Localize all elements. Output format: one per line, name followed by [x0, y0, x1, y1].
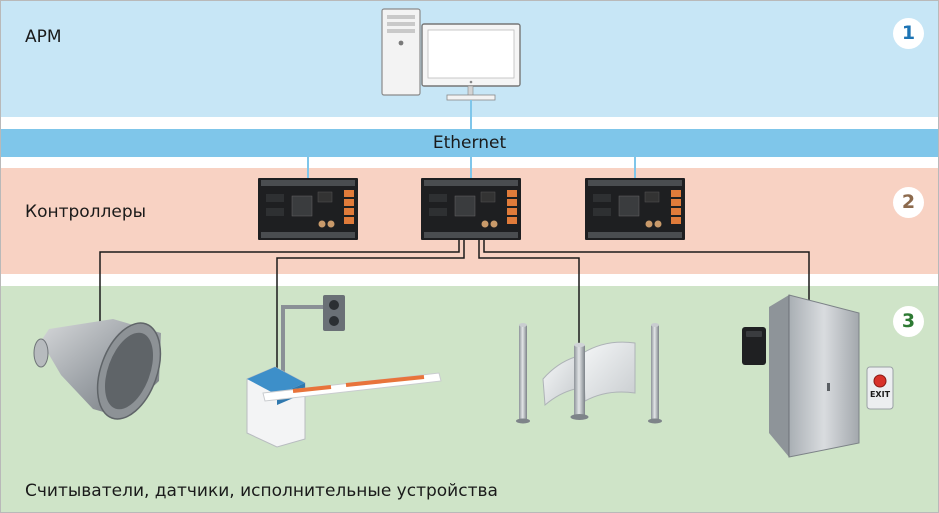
layer-number-2: 2 — [893, 187, 924, 218]
monitor-icon — [421, 23, 521, 101]
controller-board-icon — [421, 178, 521, 240]
ethernet-band — [1, 129, 938, 157]
turnstile-icon — [516, 323, 662, 424]
card-reader-icon — [742, 327, 766, 365]
pc-tower-icon — [381, 8, 421, 96]
ethernet-label: Ethernet — [432, 133, 507, 153]
controller-board-icon — [585, 178, 685, 240]
layer-number-3: 3 — [893, 306, 924, 337]
layer-number-1: 1 — [893, 18, 924, 49]
door-icon — [769, 294, 860, 458]
barrier-gate-icon — [246, 366, 442, 448]
siren-horn-icon — [33, 319, 162, 420]
device-wiring — [99, 240, 810, 377]
traffic-light-icon — [281, 295, 345, 377]
exit-button-icon — [866, 366, 894, 410]
workstation-label: АРМ — [25, 27, 62, 47]
controllers-label: Контроллеры — [25, 202, 147, 222]
devices-label: Считыватели, датчики, исполнительные уст… — [25, 481, 498, 501]
exit-button-text: EXIT — [869, 390, 891, 399]
controller-board-icon — [258, 178, 358, 240]
